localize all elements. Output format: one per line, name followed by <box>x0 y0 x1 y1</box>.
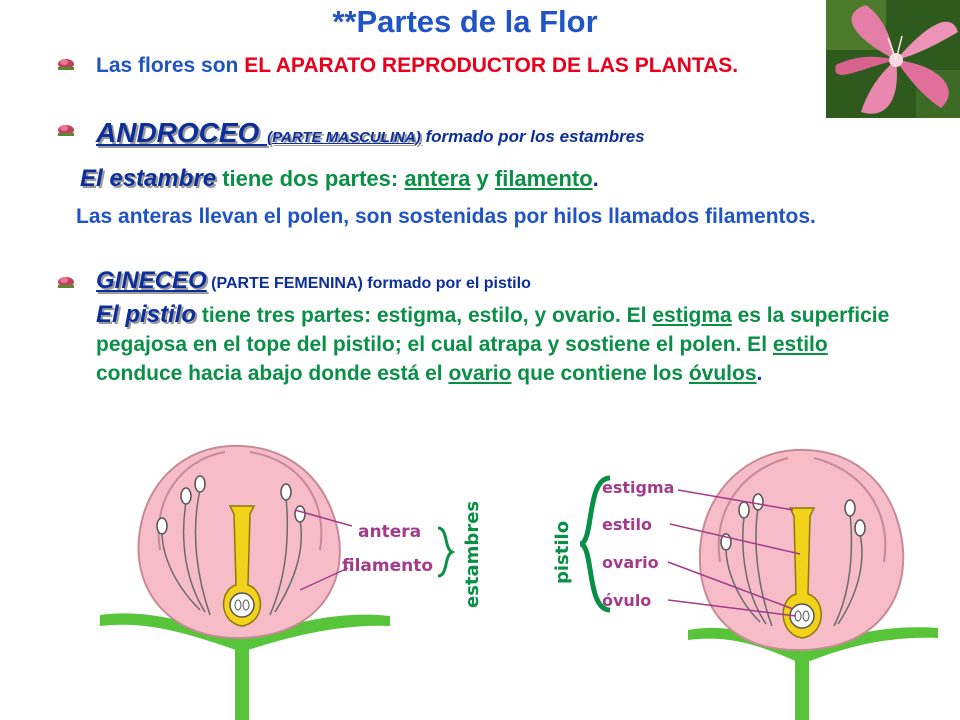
pistilo-text-4: que contiene los <box>511 362 689 385</box>
gineceo-paren: (PARTE FEMENINA) formado por el pistilo <box>206 275 531 292</box>
pistilo-text-3: conduce hacia abajo donde está el <box>96 362 449 385</box>
ovario-link[interactable]: ovario <box>448 362 512 385</box>
estambre-line: El estambre tiene dos partes: antera y f… <box>80 164 940 193</box>
label-ovario: ovario <box>602 553 659 572</box>
pistil <box>782 507 822 639</box>
estambre-text3: . <box>592 166 599 191</box>
intro-part1: Las flores son <box>96 54 245 77</box>
pistil <box>222 505 262 627</box>
androceo-term: ANDROCEO <box>96 117 268 148</box>
leader-lines <box>667 489 801 617</box>
anthers <box>720 493 866 551</box>
flower-bullet-icon <box>58 277 74 288</box>
androceo-line: ANDROCEO (PARTE MASCULINA) formado por l… <box>96 118 956 152</box>
pistil-diagram: pistilo <box>552 448 938 720</box>
pistilo-text-2: es la superficie pegajosa en el tope del… <box>96 304 890 356</box>
gineceo-line: GINECEO (PARTE FEMENINA) formado por el … <box>96 266 956 298</box>
estambre-text1: tiene dos partes: <box>216 166 405 191</box>
label-estambres: estambres <box>462 501 483 608</box>
slide-title: **Partes de la Flor <box>332 4 598 39</box>
estilo-link[interactable]: estilo <box>772 333 828 356</box>
flower-bullet-icon <box>58 59 74 70</box>
anteras-text: Las anteras llevan el polen, son sosteni… <box>76 202 906 231</box>
stem <box>100 613 390 720</box>
flower-bullet-icon <box>58 125 74 136</box>
stamen-diagram: antera filamento estambres <box>100 444 483 720</box>
label-filamento: filamento <box>342 556 433 576</box>
estambre-term: El estambre <box>80 165 217 192</box>
label-antera: antera <box>358 522 421 542</box>
anthers <box>156 475 306 535</box>
intro-text: Las flores son EL APARATO REPRODUCTOR DE… <box>96 52 816 79</box>
stamen-brace <box>437 526 456 578</box>
label-ovulo: óvulo <box>602 591 651 610</box>
pistilo-text-1: tiene tres partes: estigma, estilo, y ov… <box>196 304 653 327</box>
flower-photo <box>826 0 960 118</box>
antera-link[interactable]: antera <box>404 166 471 191</box>
label-estilo: estilo <box>602 515 652 534</box>
androceo-rest: formado por los estambres <box>420 127 645 146</box>
pistilo-text: El pistilo tiene tres partes: estigma, e… <box>96 300 896 388</box>
ovulos-link[interactable]: óvulos <box>688 362 757 385</box>
anteras-sentence: Las anteras llevan el polen, son sosteni… <box>76 205 816 228</box>
stamens <box>161 489 302 616</box>
estigma-link[interactable]: estigma <box>652 304 732 327</box>
label-estigma: estigma <box>602 478 674 497</box>
estambre-text2: y <box>470 166 495 191</box>
filamento-link[interactable]: filamento <box>494 166 593 191</box>
label-pistilo: pistilo <box>552 521 573 584</box>
pistilo-term: El pistilo <box>96 301 197 328</box>
stamens <box>725 507 863 627</box>
gineceo-term: GINECEO <box>96 267 207 294</box>
pistil-brace <box>578 475 611 613</box>
androceo-paren: (PARTE MASCULINA) <box>267 129 421 146</box>
intro-part2: EL APARATO REPRODUCTOR DE LAS PLANTAS. <box>244 54 739 77</box>
leader-lines <box>294 509 353 591</box>
pistilo-text-5: . <box>756 362 763 385</box>
